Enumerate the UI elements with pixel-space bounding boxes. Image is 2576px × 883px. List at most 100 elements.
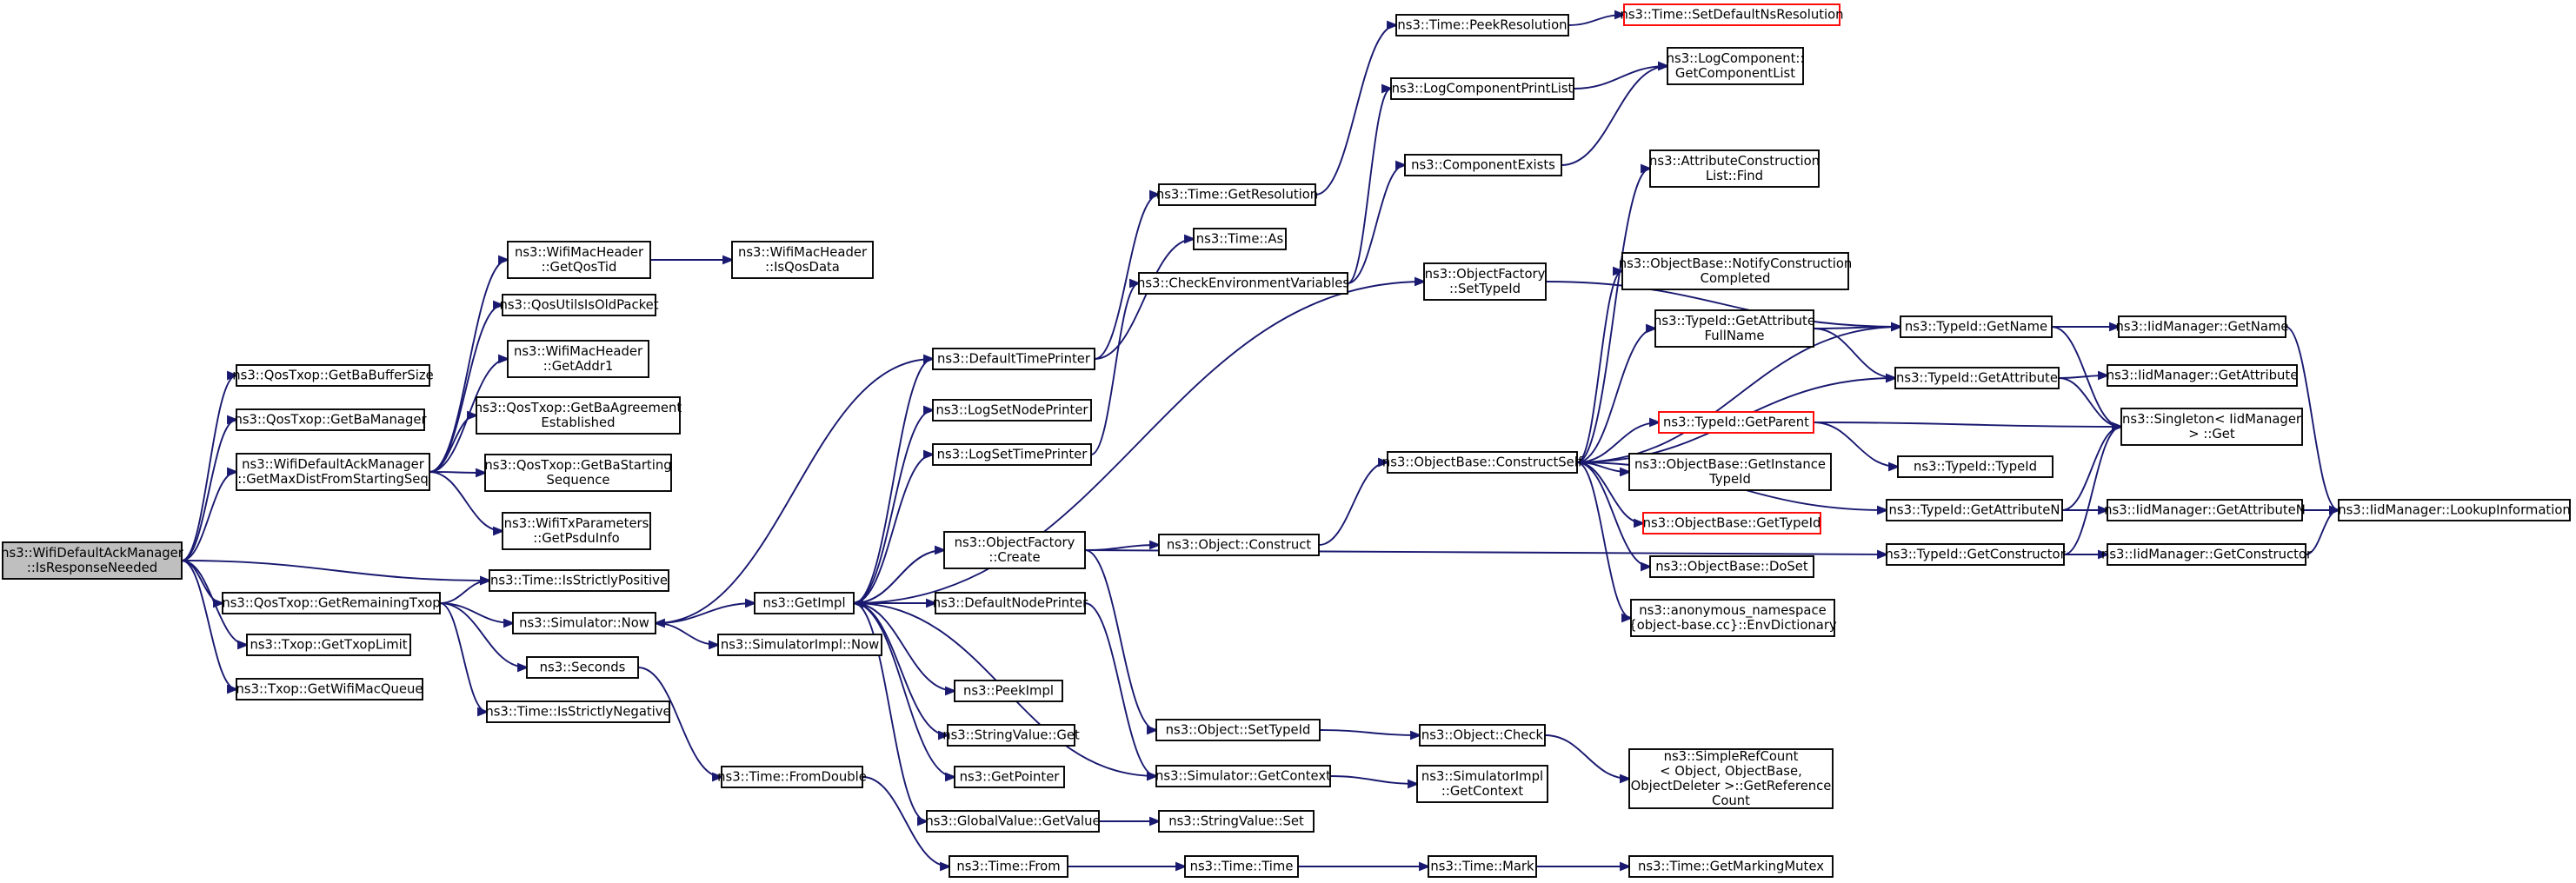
node-label: ns3::TypeId::GetName — [1905, 320, 2047, 335]
node-time-mark[interactable]: ns3::Time::Mark — [1428, 855, 1537, 878]
edge-arrowhead — [1408, 779, 1420, 789]
node-label: ns3::WifiMacHeader — [738, 245, 868, 260]
node-get-addr1[interactable]: ns3::WifiMacHeader::GetAddr1 — [507, 340, 649, 378]
node-get-pointer[interactable]: ns3::GetPointer — [954, 766, 1065, 788]
node-box — [236, 678, 423, 700]
node-time-peek-resolution[interactable]: ns3::Time::PeekResolution — [1395, 14, 1569, 37]
node-string-value-set[interactable]: ns3::StringValue::Set — [1158, 810, 1315, 833]
node-box — [1395, 14, 1569, 37]
node-global-value-get-value[interactable]: ns3::GlobalValue::GetValue — [925, 810, 1101, 833]
node-check-env-vars[interactable]: ns3::CheckEnvironmentVariables — [1137, 272, 1349, 295]
node-get-component-list[interactable]: ns3::LogComponent::GetComponentList — [1667, 47, 1805, 85]
edge-object-factory-create-to-get-impl — [853, 549, 945, 604]
edge-arrowhead — [2329, 505, 2341, 515]
node-iid-get-constructor[interactable]: ns3::IidManager::GetConstructor — [2101, 543, 2313, 566]
node-root[interactable]: ns3::WifiDefaultAckManager::IsResponseNe… — [1, 541, 184, 580]
node-get-remaining-txop[interactable]: ns3::QosTxop::GetRemainingTxop — [222, 592, 441, 614]
node-notify-construction-completed[interactable]: ns3::ObjectBase::NotifyConstructionCompl… — [1619, 252, 1853, 290]
node-label: ns3::StringValue::Get — [942, 728, 1080, 743]
node-label: GetComponentList — [1675, 66, 1795, 81]
node-get-qos-tid[interactable]: ns3::WifiMacHeader::GetQosTid — [507, 241, 651, 279]
node-box — [954, 680, 1063, 702]
node-box — [949, 855, 1068, 878]
edge-arrowhead — [1620, 773, 1632, 784]
node-simulator-impl-get-context[interactable]: ns3::SimulatorImpl::GetContext — [1416, 765, 1548, 803]
node-from-double[interactable]: ns3::Time::FromDouble — [717, 766, 867, 788]
node-type-id-get-parent[interactable]: ns3::TypeId::GetParent — [1658, 411, 1814, 434]
node-iid-get-name[interactable]: ns3::IidManager::GetName — [2116, 315, 2289, 338]
node-type-id-get-attribute[interactable]: ns3::TypeId::GetAttribute — [1894, 367, 2060, 389]
node-get-marking-mutex[interactable]: ns3::Time::GetMarkingMutex — [1628, 855, 1834, 878]
node-box — [1423, 262, 1547, 301]
node-env-dictionary[interactable]: ns3::anonymous_namespace{object-base.cc}… — [1628, 599, 1837, 637]
node-time-get-resolution[interactable]: ns3::Time::GetResolution — [1156, 183, 1318, 206]
node-label: ns3::ObjectBase::ConstructSelf — [1382, 455, 1583, 470]
node-object-check[interactable]: ns3::Object::Check — [1419, 724, 1546, 747]
node-label: ns3::TypeId::GetConstructor — [1885, 548, 2066, 562]
node-type-id-get-constructor[interactable]: ns3::TypeId::GetConstructor — [1885, 543, 2067, 566]
edge-arrowhead — [1149, 189, 1162, 200]
node-label: > ::Get — [2188, 427, 2235, 442]
node-box — [1628, 748, 1834, 809]
node-log-component-print-list[interactable]: ns3::LogComponentPrintList — [1390, 77, 1574, 100]
node-object-factory-create[interactable]: ns3::ObjectFactory::Create — [943, 531, 1086, 569]
node-qos-utils-is-old-packet[interactable]: ns3::QosUtilsIsOldPacket — [499, 294, 659, 316]
edge-arrowhead — [1634, 518, 1646, 528]
node-is-qos-data[interactable]: ns3::WifiMacHeader::IsQosData — [731, 241, 874, 279]
node-component-exists[interactable]: ns3::ComponentExists — [1404, 154, 1562, 176]
node-get-wifi-mac-queue[interactable]: ns3::Txop::GetWifiMacQueue — [236, 678, 423, 700]
node-type-id-type-id[interactable]: ns3::TypeId::TypeId — [1897, 455, 2053, 478]
edge-type-id-get-parent-to-singleton-get — [1813, 422, 2122, 428]
node-label: ns3::LogSetNodePrinter — [935, 403, 1088, 418]
node-string-value-get[interactable]: ns3::StringValue::Get — [942, 724, 1080, 747]
node-object-set-type-id[interactable]: ns3::Object::SetTypeId — [1155, 719, 1321, 741]
node-singleton-get[interactable]: ns3::Singleton< IidManager> ::Get — [2120, 408, 2303, 446]
node-label: ns3::WifiTxParameters — [504, 516, 649, 531]
node-is-strictly-negative[interactable]: ns3::Time::IsStrictlyNegative — [485, 700, 671, 723]
node-label: ObjectDeleter >::GetReference — [1631, 779, 1832, 793]
node-box — [1155, 765, 1331, 787]
node-get-max-dist[interactable]: ns3::WifiDefaultAckManager::GetMaxDistFr… — [236, 453, 430, 491]
node-iid-lookup-information[interactable]: ns3::IidManager::LookupInformation — [2338, 499, 2571, 521]
node-log-set-node-printer[interactable]: ns3::LogSetNodePrinter — [932, 399, 1092, 422]
node-iid-get-attribute-n[interactable]: ns3::IidManager::GetAttributeN — [2104, 499, 2306, 521]
node-label: ns3::Time::Mark — [1430, 860, 1534, 874]
node-default-node-printer[interactable]: ns3::DefaultNodePrinter — [933, 592, 1088, 614]
node-default-time-printer[interactable]: ns3::DefaultTimePrinter — [932, 348, 1095, 370]
edge-arrowhead — [1414, 276, 1427, 287]
node-object-base-get-type-id[interactable]: ns3::ObjectBase::GetTypeId — [1642, 512, 1821, 534]
node-get-impl[interactable]: ns3::GetImpl — [754, 592, 855, 614]
node-time-time[interactable]: ns3::Time::Time — [1184, 855, 1299, 878]
edge-object-factory-set-type-id-to-type-id-get-name — [1545, 281, 1901, 328]
node-construct-self[interactable]: ns3::ObjectBase::ConstructSelf — [1382, 451, 1583, 474]
node-type-id-get-name[interactable]: ns3::TypeId::GetName — [1900, 315, 2053, 338]
node-label: ::GetContext — [1441, 784, 1524, 799]
node-set-default-ns-resolution[interactable]: ns3::Time::SetDefaultNsResolution — [1620, 3, 1844, 26]
node-simulator-now[interactable]: ns3::Simulator::Now — [512, 612, 656, 634]
node-time-from[interactable]: ns3::Time::From — [949, 855, 1068, 878]
node-simulator-impl-now[interactable]: ns3::SimulatorImpl::Now — [717, 634, 882, 656]
node-time-as[interactable]: ns3::Time::As — [1193, 228, 1287, 250]
node-simple-ref-count[interactable]: ns3::SimpleRefCount< Object, ObjectBase,… — [1628, 748, 1834, 809]
node-log-set-time-printer[interactable]: ns3::LogSetTimePrinter — [932, 443, 1092, 466]
node-get-ba-manager[interactable]: ns3::QosTxop::GetBaManager — [234, 408, 427, 431]
node-seconds[interactable]: ns3::Seconds — [526, 656, 639, 679]
edge-arrowhead — [938, 730, 950, 740]
node-peek-impl[interactable]: ns3::PeekImpl — [954, 680, 1063, 702]
node-get-psdu-info[interactable]: ns3::WifiTxParameters::GetPsduInfo — [502, 512, 651, 550]
node-get-ba-buffer-size[interactable]: ns3::QosTxop::GetBaBufferSize — [232, 364, 434, 387]
node-iid-get-attribute[interactable]: ns3::IidManager::GetAttribute — [2107, 364, 2299, 387]
edge-seconds-to-from-double — [637, 667, 722, 778]
node-get-txop-limit[interactable]: ns3::Txop::GetTxopLimit — [246, 634, 411, 656]
node-simulator-get-context[interactable]: ns3::Simulator::GetContext — [1155, 765, 1331, 787]
node-object-base-do-set[interactable]: ns3::ObjectBase::DoSet — [1649, 555, 1814, 578]
node-is-strictly-positive[interactable]: ns3::Time::IsStrictlyPositive — [489, 569, 669, 592]
node-object-factory-set-type-id[interactable]: ns3::ObjectFactory::SetTypeId — [1423, 262, 1547, 301]
node-object-construct[interactable]: ns3::Object::Construct — [1158, 534, 1320, 556]
node-type-id-get-attribute-n[interactable]: ns3::TypeId::GetAttributeN — [1886, 499, 2063, 521]
